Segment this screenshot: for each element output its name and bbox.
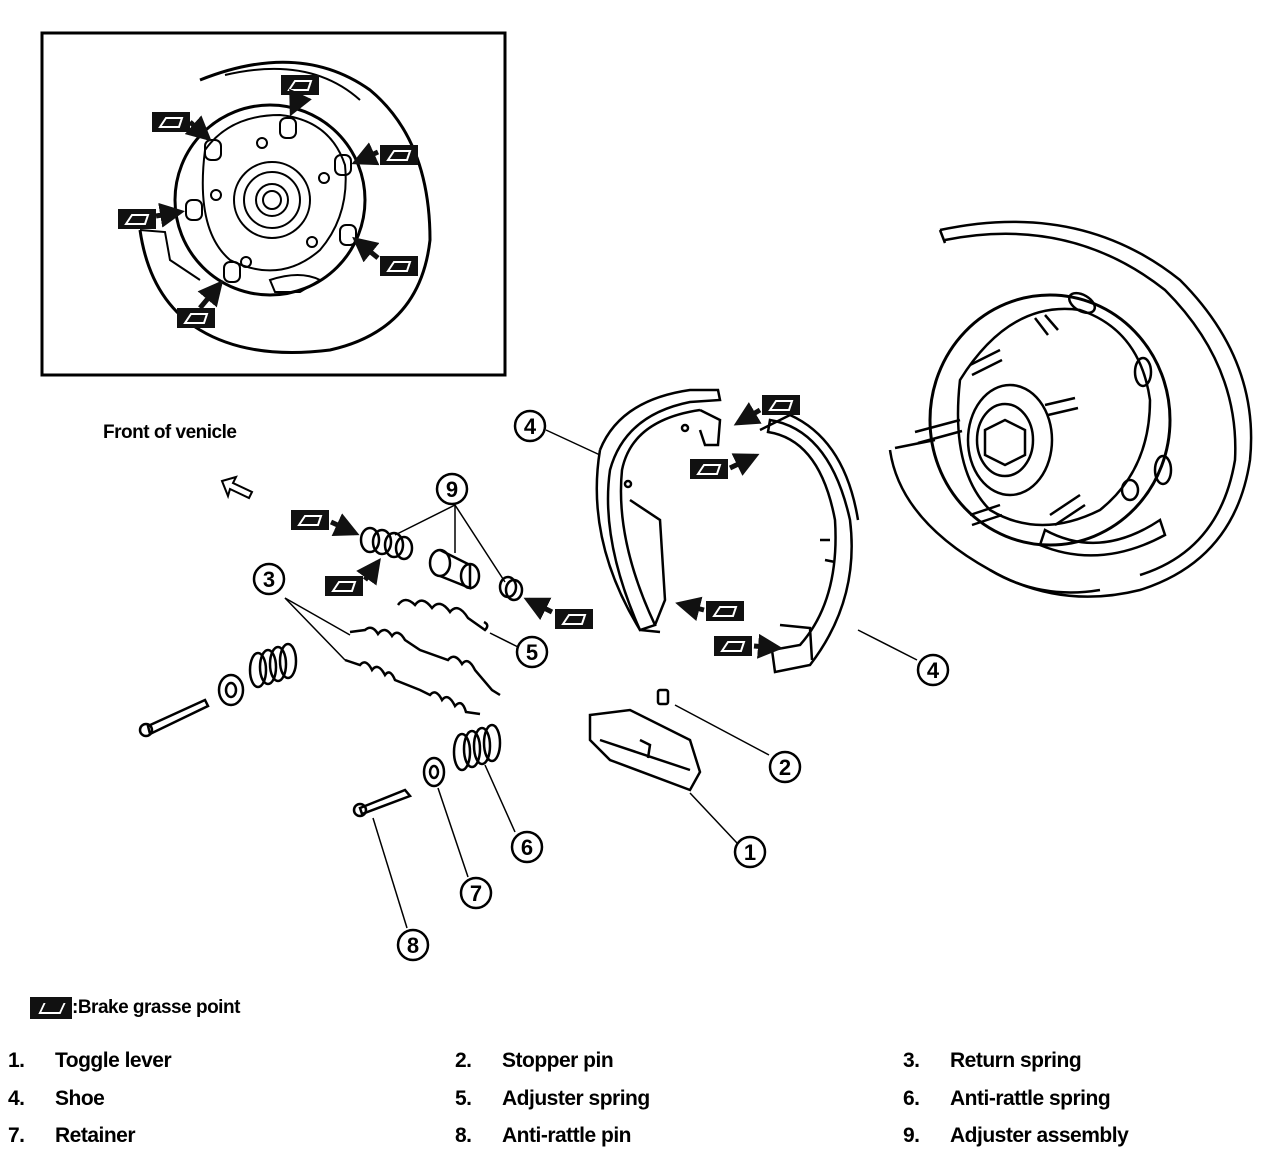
grease-point-icon xyxy=(379,144,419,166)
grease-point-icon xyxy=(324,575,364,597)
part-number: 8. xyxy=(455,1124,472,1147)
main-grease-points xyxy=(290,394,801,659)
part-name: Retainer xyxy=(55,1124,136,1147)
callout-3: 3 xyxy=(252,562,286,596)
springs-parts xyxy=(138,526,702,818)
callout-4b: 4 xyxy=(916,653,950,687)
callout-label: 3 xyxy=(263,567,275,592)
callout-2: 2 xyxy=(768,750,802,784)
callout-label: 4 xyxy=(927,658,940,683)
callout-label: 4 xyxy=(524,414,537,439)
grease-point-icon xyxy=(30,997,72,1019)
grease-point-icon xyxy=(705,600,745,622)
grease-point-icon xyxy=(379,255,419,277)
adjuster-assembly xyxy=(359,526,524,602)
callout-label: 9 xyxy=(446,477,458,502)
part-number: 4. xyxy=(8,1087,25,1110)
part-name: Anti-rattle pin xyxy=(502,1124,632,1147)
part-number: 1. xyxy=(8,1049,25,1072)
grease-legend: :Brake grasse point xyxy=(30,997,240,1019)
callout-8: 8 xyxy=(396,928,430,962)
part-number: 5. xyxy=(455,1087,472,1110)
grease-point-icon xyxy=(713,635,753,657)
part-number: 3. xyxy=(903,1049,920,1072)
callout-1: 1 xyxy=(733,835,767,869)
part-name: Toggle lever xyxy=(55,1049,172,1072)
callout-label: 7 xyxy=(470,881,482,906)
callouts: 4 9 3 5 4 2 6 1 7 8 xyxy=(252,409,950,962)
callout-5: 5 xyxy=(515,635,549,669)
grease-point-icon xyxy=(280,74,320,96)
grease-point-icon xyxy=(117,208,157,230)
callout-label: 8 xyxy=(407,933,419,958)
front-of-vehicle-label: Front of venicle xyxy=(103,422,237,443)
callout-9: 9 xyxy=(435,472,469,506)
callout-label: 5 xyxy=(526,640,538,665)
backing-plate-hub xyxy=(888,220,1253,598)
inset-grease-points xyxy=(117,74,419,329)
brake-shoes xyxy=(595,388,860,674)
inset-view xyxy=(40,31,507,377)
part-number: 2. xyxy=(455,1049,472,1072)
part-name: Return spring xyxy=(950,1049,1082,1072)
part-name: Stopper pin xyxy=(502,1049,614,1072)
part-name: Adjuster assembly xyxy=(950,1124,1129,1147)
callout-label: 1 xyxy=(744,840,756,865)
grease-point-icon xyxy=(554,608,594,630)
callout-6: 6 xyxy=(510,830,544,864)
part-number: 6. xyxy=(903,1087,920,1110)
grease-legend-text: :Brake grasse point xyxy=(72,997,240,1018)
callout-label: 6 xyxy=(521,835,533,860)
front-arrow-icon xyxy=(220,475,254,500)
grease-point-icon xyxy=(290,509,330,531)
leader-lines xyxy=(372,429,918,929)
callout-4a: 4 xyxy=(513,409,547,443)
grease-point-icon xyxy=(151,111,191,133)
grease-point-icon xyxy=(689,458,729,480)
grease-point-icon xyxy=(176,307,216,329)
grease-point-icon xyxy=(761,394,801,416)
part-number: 7. xyxy=(8,1124,25,1147)
part-name: Anti-rattle spring xyxy=(950,1087,1111,1110)
part-name: Adjuster spring xyxy=(502,1087,650,1110)
part-number: 9. xyxy=(903,1124,920,1147)
callout-7: 7 xyxy=(459,876,493,910)
callout-label: 2 xyxy=(779,755,791,780)
part-name: Shoe xyxy=(55,1087,105,1110)
